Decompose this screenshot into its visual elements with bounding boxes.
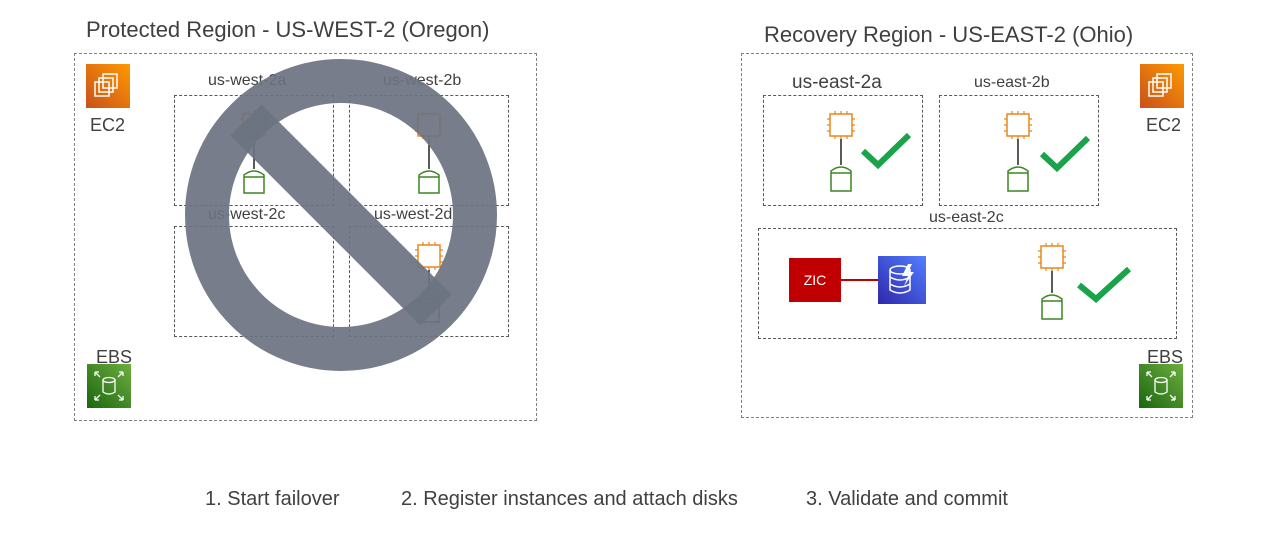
ebs-service-icon [1139,364,1183,408]
az-label-us-west-2d: us-west-2d [374,206,453,223]
ec2-service-icon [1140,64,1184,108]
prohibited-icon [185,59,497,371]
protected-region-title: Protected Region - US-WEST-2 (Oregon) [86,17,490,42]
ec2-service-icon [86,64,130,108]
instance-east-2a [827,111,855,197]
ebs-service-icon [87,364,131,408]
az-box-us-east-2a [763,95,923,206]
chip-icon [1038,243,1066,271]
instance-east-2b [1004,111,1032,197]
az-label-us-east-2a: us-east-2a [792,72,882,93]
database-icon [878,256,926,304]
volume-icon [830,166,852,192]
zic-connector [841,279,878,281]
volume-icon [243,170,265,194]
ebs-label-east: EBS [1147,347,1184,367]
checkmark-icon [860,131,912,170]
volume-icon [1007,166,1029,192]
step-1: 1. Start failover [205,488,340,510]
ec2-label-west: EC2 [90,115,126,135]
instance-east-2c [1038,243,1066,329]
step-2: 2. Register instances and attach disks [401,488,738,510]
step-3: 3. Validate and commit [806,488,1008,510]
az-box-us-east-2c [758,228,1177,339]
az-label-us-east-2b: us-east-2b [974,74,1050,91]
az-box-us-east-2b [939,95,1099,206]
recovery-region-box [741,53,1193,418]
chip-icon [827,111,855,139]
checkmark-icon [1039,134,1091,173]
az-label-us-east-2c: us-east-2c [929,209,1004,226]
chip-icon [1004,111,1032,139]
zic-box: ZIC [789,258,841,302]
ec2-label-east: EC2 [1146,115,1182,135]
recovery-region-title: Recovery Region - US-EAST-2 (Ohio) [764,22,1134,47]
checkmark-icon [1076,265,1132,303]
volume-icon [1041,294,1063,320]
volume-icon [418,170,440,194]
protected-region-box [74,53,537,421]
ebs-label-west: EBS [96,347,133,367]
